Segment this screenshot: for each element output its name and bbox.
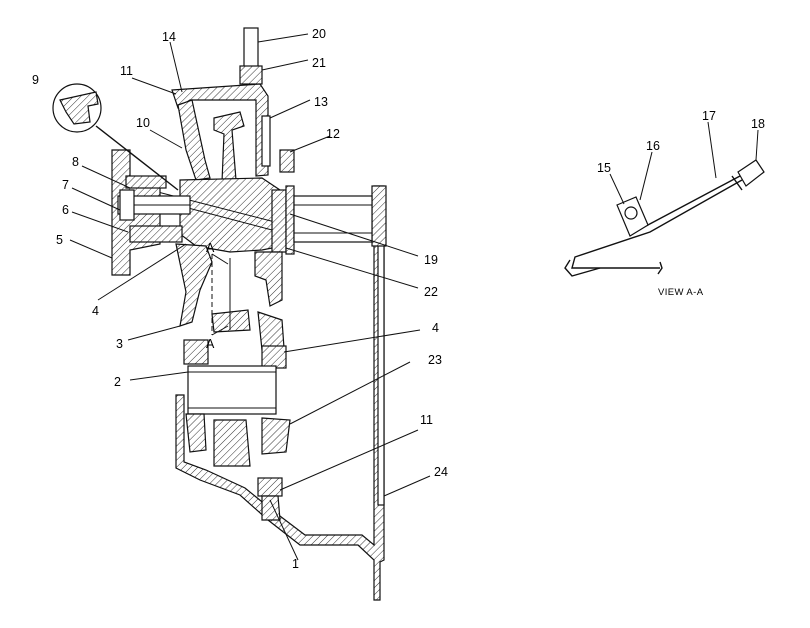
- callout-2: 2: [114, 375, 121, 389]
- callout-10: 10: [136, 116, 150, 130]
- callout-22: 22: [424, 285, 438, 299]
- callout-11-upper: 11: [120, 64, 133, 78]
- callout-16: 16: [646, 139, 660, 153]
- view-caption: VIEW A-A: [658, 287, 704, 298]
- detail-9-inset: [52, 83, 179, 191]
- callout-20: 20: [312, 27, 326, 41]
- callout-7: 7: [62, 178, 69, 192]
- callout-13: 13: [314, 95, 328, 109]
- callout-15: 15: [597, 161, 611, 175]
- section-mark-a-top: A: [206, 241, 215, 255]
- callout-11-lower: 11: [420, 413, 433, 427]
- callout-14: 14: [162, 30, 176, 44]
- callout-12: 12: [326, 127, 340, 141]
- callout-19: 19: [424, 253, 438, 267]
- callout-24: 24: [434, 465, 448, 479]
- callout-1: 1: [292, 557, 299, 571]
- callout-4-lower: 4: [432, 321, 439, 335]
- callout-8: 8: [72, 155, 79, 169]
- upper-gear-assembly: [149, 27, 373, 255]
- left-flange-assembly: [111, 149, 191, 276]
- section-mark-a-bottom: A: [206, 337, 215, 351]
- view-aa-detail: [564, 159, 765, 277]
- leader-lines: [69, 33, 759, 561]
- callout-18: 18: [751, 117, 765, 131]
- callout-labels: 1 2 3 4 4 5 6 7 8 9 10 11 11 12 13 14 15…: [32, 27, 765, 571]
- callout-23: 23: [428, 353, 442, 367]
- callout-21: 21: [312, 56, 326, 70]
- callout-5: 5: [56, 233, 63, 247]
- lower-gear-assembly: [175, 243, 291, 521]
- callout-3: 3: [116, 337, 123, 351]
- callout-17: 17: [702, 109, 716, 123]
- callout-9: 9: [32, 73, 39, 87]
- callout-6: 6: [62, 203, 69, 217]
- callout-4-upper: 4: [92, 304, 99, 318]
